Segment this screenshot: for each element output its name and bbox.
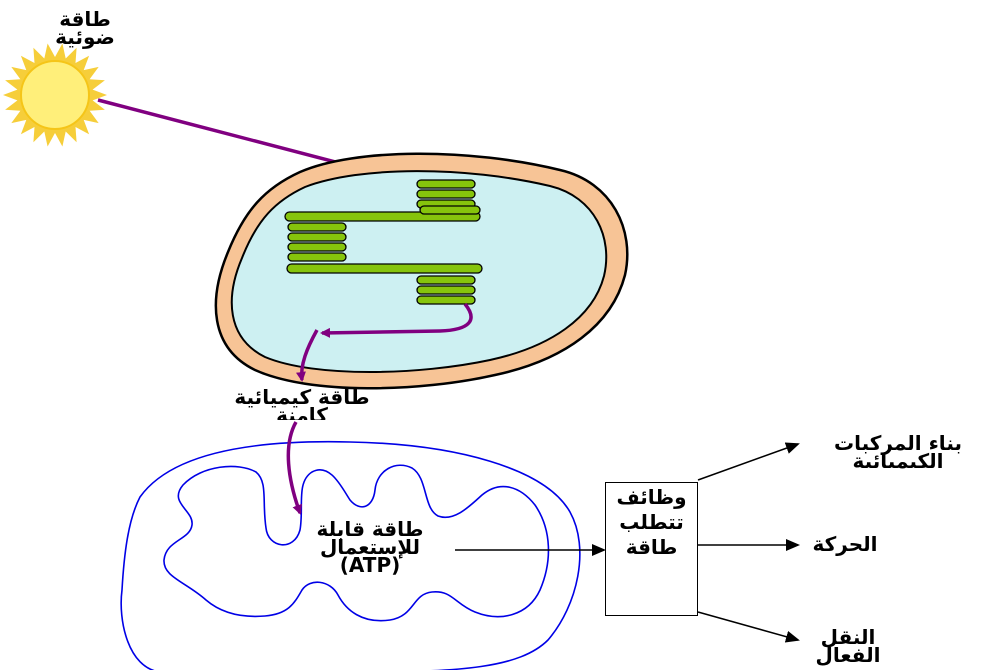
atp-arrow [286,421,302,515]
to-transport-arrow [697,611,800,643]
to-building-arrow [697,442,800,481]
functions-box: وظائف تتطلب طاقة [605,482,698,616]
internal-energy-arrow [320,302,473,338]
movement-label: الحركة [812,535,878,556]
light-energy-label: طاقة ضوئية [55,10,115,49]
building-compounds-label: بناء المركبات الكيميائية [834,434,962,470]
mitochondrion [120,440,581,670]
thylakoid-stacks [284,179,483,305]
functions-box-label: وظائف تتطلب طاقة [616,485,687,559]
chemical-energy-label: طاقة كيميائية كامنة [234,388,370,420]
sun-disk [20,60,90,130]
usable-energy-label: طاقة قابلة للإستعمال (ATP) [316,520,424,577]
sun-icon [3,43,107,147]
active-transport-label: النقل الفعال [815,628,881,666]
chemical-energy-arrow [295,329,319,382]
